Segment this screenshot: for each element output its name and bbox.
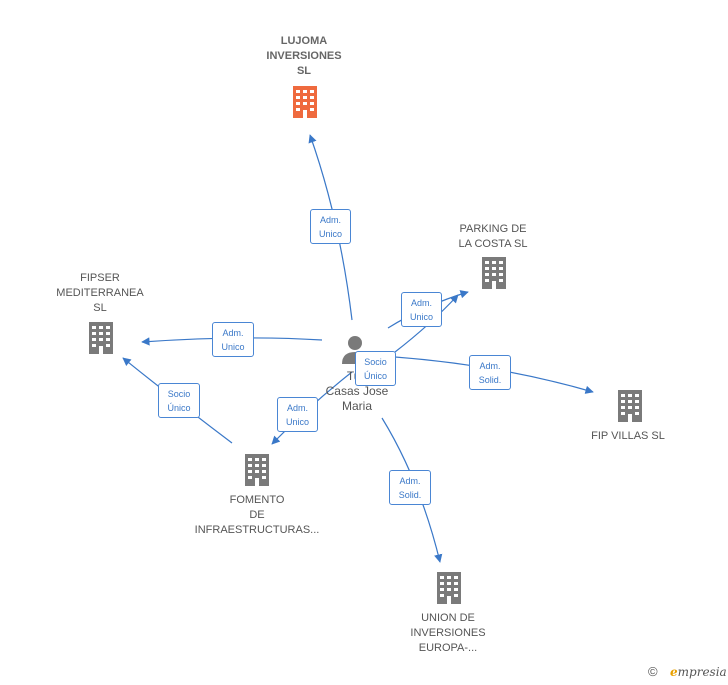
- relation-badge-union[interactable]: Adm. Solid.: [389, 470, 431, 505]
- relation-badge-fipser[interactable]: Adm. Unico: [212, 322, 254, 357]
- relation-badge-fomento-fipser[interactable]: Socio Único: [158, 383, 200, 418]
- building-icon-fipvillas: [618, 390, 642, 422]
- building-icon-parking: [482, 257, 506, 289]
- relation-badge-fipvillas[interactable]: Adm. Solid.: [469, 355, 511, 390]
- building-icon-lujoma: [293, 86, 317, 118]
- building-icon-fipser: [89, 322, 113, 354]
- building-icon-union: [437, 572, 461, 604]
- node-fipser[interactable]: FIPSER MEDITERRANEA SL: [56, 272, 144, 314]
- relation-badge-socio-center[interactable]: Socio Único: [355, 351, 396, 386]
- relation-badge-parking[interactable]: Adm. Unico: [401, 292, 442, 327]
- node-union[interactable]: UNION DE INVERSIONES EUROPA-...: [410, 612, 486, 654]
- brand-logo[interactable]: empresia: [670, 665, 727, 679]
- node-parking[interactable]: PARKING DE LA COSTA SL: [458, 223, 528, 250]
- relation-badge-fomento[interactable]: Adm. Unico: [277, 397, 318, 432]
- copyright-symbol: ©: [648, 664, 658, 679]
- building-icon-fomento: [245, 454, 269, 486]
- relation-badge-lujoma[interactable]: Adm. Unico: [310, 209, 351, 244]
- node-fomento[interactable]: FOMENTO DE INFRAESTRUCTURAS...: [194, 494, 320, 536]
- brand-initial: e: [670, 665, 678, 679]
- brand-rest: mpresia: [677, 665, 727, 679]
- node-lujoma[interactable]: LUJOMA INVERSIONES SL: [266, 35, 342, 77]
- node-fipvillas[interactable]: FIP VILLAS SL: [591, 430, 665, 442]
